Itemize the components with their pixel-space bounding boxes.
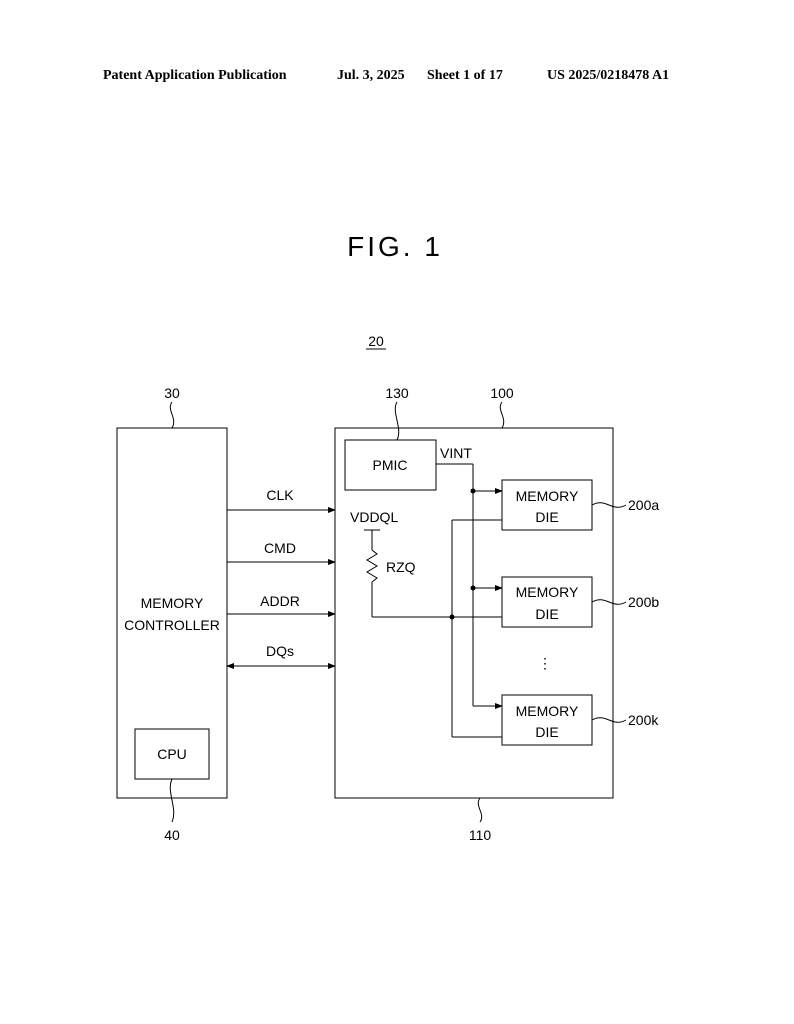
addr-label: ADDR: [260, 593, 300, 609]
pmic-label: PMIC: [373, 457, 408, 473]
die-ellipsis: ⋮: [538, 655, 552, 671]
board-ref: 110: [469, 827, 492, 843]
memory-die-b-line2: DIE: [535, 606, 558, 622]
vddql-label: VDDQL: [350, 509, 398, 525]
header-publication: Patent Application Publication: [103, 68, 287, 83]
die-b-ref: 200b: [628, 594, 659, 610]
memory-die-a-line2: DIE: [535, 509, 558, 525]
memory-die-k-line1: MEMORY: [516, 703, 579, 719]
memory-die-k-line2: DIE: [535, 724, 558, 740]
cmd-label: CMD: [264, 540, 296, 556]
clk-label: CLK: [266, 487, 294, 503]
pmic-box: [344, 439, 437, 491]
memory-controller-box: [116, 427, 228, 799]
memory-controller-label-line2: CONTROLLER: [124, 617, 220, 633]
memory-die-b-line1: MEMORY: [516, 584, 579, 600]
header-date: Jul. 3, 2025: [337, 68, 405, 83]
rzq-resistor: [366, 549, 378, 583]
die-a-leader-line: [591, 502, 627, 508]
die-b-leader-line: [591, 599, 627, 605]
figure-title: FIG. 1: [347, 231, 443, 262]
cpu-label: CPU: [157, 746, 187, 762]
memory-device-box: [334, 427, 614, 799]
board-leader-line: [477, 797, 483, 823]
pmic-leader-line: [394, 401, 400, 441]
header-patent-number: US 2025/0218478 A1: [547, 68, 670, 83]
memory-controller-label-line1: MEMORY: [141, 595, 204, 611]
memory-die-a-line1: MEMORY: [516, 488, 579, 504]
cpu-leader-line: [169, 778, 175, 823]
die-k-leader-line: [591, 717, 627, 723]
system-ref: 20: [368, 333, 384, 349]
die-a-ref: 200a: [628, 497, 659, 513]
rzq-label: RZQ: [386, 559, 416, 575]
zq-junction: [449, 614, 455, 620]
device-ref: 100: [490, 385, 514, 401]
cpu-ref: 40: [164, 827, 180, 843]
die-k-ref: 200k: [628, 712, 659, 728]
device-leader-line: [499, 401, 505, 429]
vint-label: VINT: [440, 445, 472, 461]
controller-ref: 30: [164, 385, 180, 401]
pmic-ref: 130: [385, 385, 409, 401]
dqs-label: DQs: [266, 643, 294, 659]
header-sheet: Sheet 1 of 17: [427, 68, 503, 83]
controller-leader-line: [169, 401, 175, 429]
